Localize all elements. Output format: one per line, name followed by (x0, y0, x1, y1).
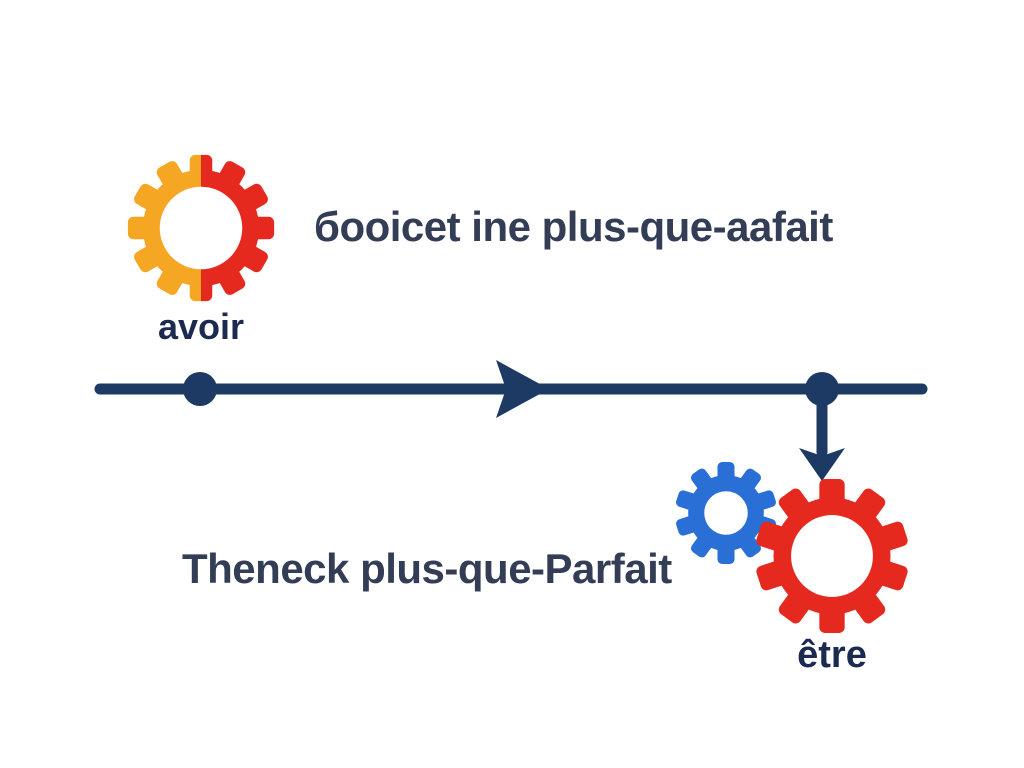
down-arrowhead-icon (799, 448, 845, 481)
blue-gear-icon (676, 461, 776, 565)
timeline-dot-right (805, 372, 839, 406)
etre-label: être (797, 634, 867, 676)
gear-hole (159, 186, 243, 270)
top-caption: бooicet ine plus-que-aafait (314, 203, 833, 250)
avoir-label: avoir (157, 306, 245, 347)
avoir-gear-icon (127, 154, 275, 302)
red-gear-icon (756, 478, 908, 634)
gear-hole (791, 515, 873, 597)
gear-hole (704, 491, 748, 535)
bottom-caption: Theneck plus-que-Parfait (182, 545, 672, 592)
timeline-dot-left (183, 372, 217, 406)
right-arrowhead-icon (496, 360, 549, 418)
